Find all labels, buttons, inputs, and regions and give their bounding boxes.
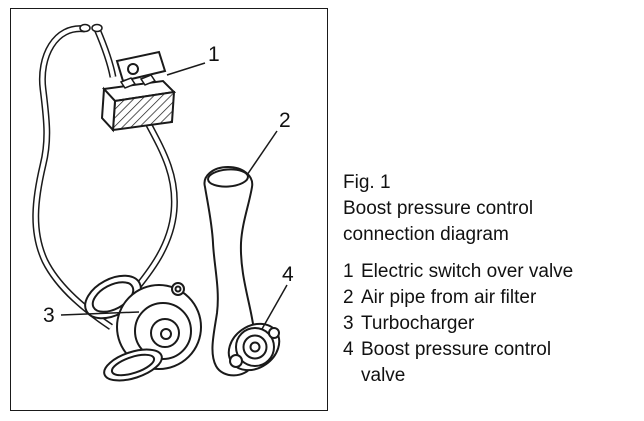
valve-mount-bolt xyxy=(229,354,243,368)
air-pipe-drawing xyxy=(203,165,257,377)
hose-end-cap xyxy=(91,23,103,33)
legend-item-4: 4 Boost pressure control xyxy=(343,337,573,363)
switch-bracket xyxy=(115,50,167,83)
boost-valve-drawing xyxy=(227,322,281,372)
callout-2-number: 2 xyxy=(279,109,291,132)
switch-terminal xyxy=(119,77,137,89)
electric-switch-drawing xyxy=(100,50,177,133)
callout-1-number: 1 xyxy=(208,43,220,66)
figure-caption: Fig. 1 Boost pressure control connection… xyxy=(343,170,533,248)
legend: 1 Electric switch over valve 2 Air pipe … xyxy=(343,259,573,389)
legend-num-3: 3 xyxy=(343,313,354,334)
air-pipe-mouth xyxy=(207,168,249,188)
caption-line-2: connection diagram xyxy=(343,224,509,245)
legend-num-4: 4 xyxy=(343,339,354,360)
figure-title: Fig. 1 xyxy=(343,172,391,193)
callouts: 1 2 3 4 xyxy=(43,43,294,330)
callout-2-leader xyxy=(246,130,278,176)
legend-num-2: 2 xyxy=(343,287,354,308)
switch-terminal xyxy=(139,74,157,86)
callout-3-leader xyxy=(60,311,140,316)
callout-4-number: 4 xyxy=(282,263,294,286)
legend-item-3: 3 Turbocharger xyxy=(343,311,573,337)
legend-num-1: 1 xyxy=(343,261,354,282)
turbocharger-drawing xyxy=(84,274,202,382)
figure-frame: 1 2 3 4 xyxy=(10,8,328,411)
caption-line-1: Boost pressure control xyxy=(343,198,534,219)
legend-label-1: Electric switch over valve xyxy=(361,261,574,282)
legend-label-2: Air pipe from air filter xyxy=(361,287,537,308)
valve-mount-bolt xyxy=(268,327,280,339)
callout-4-leader xyxy=(261,284,288,330)
vacuum-hoses-drawing xyxy=(32,23,178,330)
legend-label-3: Turbocharger xyxy=(361,313,475,334)
boost-control-diagram-drawing: 1 2 3 4 xyxy=(32,23,294,382)
switch-side-face xyxy=(100,86,117,133)
legend-item-1: 1 Electric switch over valve xyxy=(343,259,573,285)
legend-item-2: 2 Air pipe from air filter xyxy=(343,285,573,311)
bracket-hole xyxy=(127,63,139,75)
legend-label-4-continued: valve xyxy=(361,365,406,386)
hose-end-cap xyxy=(79,23,91,33)
callout-3-number: 3 xyxy=(43,304,55,327)
legend-label-4: Boost pressure control xyxy=(361,339,552,360)
callout-1-leader xyxy=(166,62,206,76)
